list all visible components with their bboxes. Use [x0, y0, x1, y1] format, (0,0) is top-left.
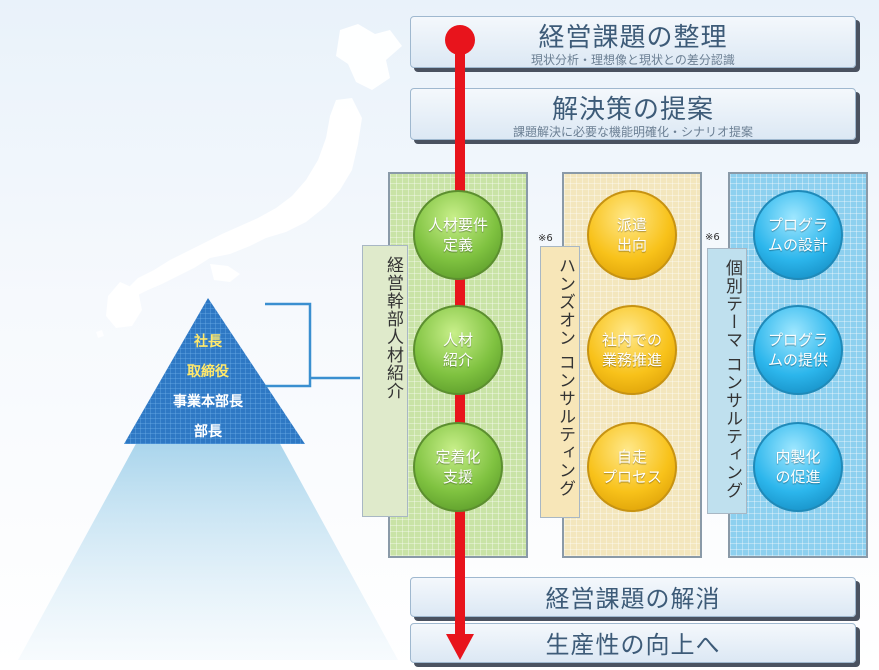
note-mark: ※6	[705, 232, 720, 243]
circle-internal-business: 社内での 業務推進	[587, 305, 677, 395]
banner-title: 経営課題の解消	[545, 585, 721, 613]
mountain-image	[18, 440, 398, 660]
banner-title: 生産性の向上へ	[545, 631, 721, 659]
banner-subtitle: 現状分析・理想像と現状との差分認識	[531, 53, 735, 67]
japan-map-image	[96, 24, 402, 338]
label-hands-on-consulting: ハンズオン コンサルティング	[540, 246, 580, 518]
circle-program-delivery: プログラ ムの提供	[753, 305, 843, 395]
circle-retention-support: 定着化 支援	[413, 422, 503, 512]
circle-dispatch: 派遣 出向	[587, 190, 677, 280]
banner-subtitle: 課題解決に必要な機能明確化・シナリオ提案	[512, 125, 753, 139]
banner-title: 解決策の提案	[551, 95, 714, 125]
pyramid-level-division-head: 事業本部長	[173, 394, 243, 410]
banner-issue-organization: 経営課題の整理 現状分析・理想像と現状との差分認識	[410, 16, 856, 68]
note-mark: ※6	[538, 233, 553, 244]
circle-talent-requirements: 人材要件 定義	[413, 190, 503, 280]
circle-in-house-promotion: 内製化 の促進	[753, 422, 843, 512]
circle-self-driven-process: 自走 プロセス	[587, 422, 677, 512]
banner-issue-resolution: 経営課題の解消	[410, 577, 856, 617]
pyramid-level-director: 取締役	[187, 364, 229, 380]
banner-productivity-improvement: 生産性の向上へ	[410, 623, 856, 663]
circle-talent-placement: 人材 紹介	[413, 305, 503, 395]
circle-program-design: プログラ ムの設計	[753, 190, 843, 280]
bracket-connector	[265, 302, 360, 388]
label-theme-consulting: 個別テーマ コンサルティング	[707, 248, 747, 514]
pyramid-level-president: 社長	[194, 334, 222, 350]
pyramid-level-manager: 部長	[194, 424, 222, 440]
management-pyramid	[124, 298, 305, 444]
banner-title: 経営課題の整理	[538, 23, 728, 53]
banner-solution-proposal: 解決策の提案 課題解決に必要な機能明確化・シナリオ提案	[410, 88, 856, 140]
label-executive-recruitment: 経営幹部人材紹介	[362, 245, 408, 517]
